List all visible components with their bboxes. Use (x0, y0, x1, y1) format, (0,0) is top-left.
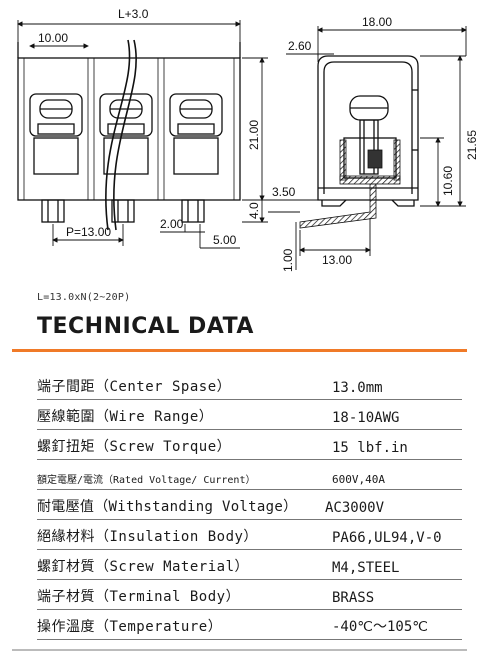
spec-label: 螺釘扭矩（Screw Torque） (37, 439, 232, 455)
length-formula: L=13.0xN(2~20P) (37, 292, 131, 303)
spec-value: PA66,UL94,V-0 (332, 530, 442, 546)
spec-row-terminal-body: 端子材質（Terminal Body） BRASS (37, 580, 462, 610)
bottom-rule (12, 649, 467, 651)
spec-row-withstanding-voltage: 耐電壓值（Withstanding Voltage） AC3000V (37, 490, 462, 520)
spec-row-rated-voltage: 額定電壓/電流（Rated Voltage/ Current） 600V,40A (37, 460, 462, 490)
section-heading: TECHNICAL DATA (37, 314, 254, 339)
spec-value: 15 lbf.in (332, 440, 408, 456)
spec-label: 絕緣材料（Insulation Body） (37, 529, 258, 545)
spec-row-wire-range: 壓線範圍（Wire Range） 18-10AWG (37, 400, 462, 430)
spec-value: M4,STEEL (332, 560, 400, 576)
dim-pin-side: 3.50 (272, 185, 296, 199)
heading-rule (12, 349, 467, 352)
spec-label: 螺釘材質（Screw Material） (37, 559, 250, 575)
spec-value: 13.0mm (332, 380, 383, 396)
spec-label: 耐電壓值（Withstanding Voltage） (37, 499, 298, 515)
side-dimensions (268, 26, 467, 270)
spec-label: 額定電壓/電流（Rated Voltage/ Current） (37, 475, 256, 486)
dim-pin-thick: 1.00 (281, 248, 295, 272)
dim-height-inner: 10.60 (441, 166, 455, 196)
dim-wall: 2.60 (288, 39, 312, 53)
spec-value: 18-10AWG (332, 410, 400, 426)
front-view (17, 39, 241, 231)
dim-total-width: L+3.0 (118, 7, 149, 21)
spec-label: 操作溫度（Temperature） (37, 619, 223, 635)
spec-value: -40℃～105℃ (332, 619, 429, 635)
spec-row-screw-material: 螺釘材質（Screw Material） M4,STEEL (37, 550, 462, 580)
technical-drawing: L+3.0 10.00 21.00 4.0 P=13.00 2.00 5.00 (17, 7, 477, 272)
dim-depth: 18.00 (362, 15, 392, 29)
dim-pin-offset: 5.00 (213, 233, 237, 247)
spec-row-insulation-body: 絕緣材料（Insulation Body） PA66,UL94,V-0 (37, 520, 462, 550)
dim-pin-height: 4.0 (247, 202, 261, 219)
dim-cell-width: 10.00 (38, 31, 68, 45)
spec-value: BRASS (332, 590, 375, 606)
dim-height-front: 21.00 (247, 120, 261, 150)
spec-row-temperature: 操作溫度（Temperature） -40℃～105℃ (37, 610, 462, 640)
front-dimensions (17, 20, 268, 249)
spec-label: 端子材質（Terminal Body） (37, 589, 241, 605)
spec-row-center-space: 端子間距（Center Spase） 13.0mm (37, 370, 462, 400)
spec-value: AC3000V (325, 500, 385, 516)
spec-table: 端子間距（Center Spase） 13.0mm 壓線範圍（Wire Rang… (37, 370, 462, 640)
spec-label: 壓線範圍（Wire Range） (37, 409, 214, 425)
spec-label: 端子間距（Center Spase） (37, 379, 232, 395)
dim-height-side: 21.65 (465, 130, 477, 160)
dim-pin-length: 13.00 (322, 253, 352, 267)
dim-pitch: P=13.00 (66, 225, 111, 239)
dim-pin-small: 2.00 (160, 217, 184, 231)
spec-value: 600V,40A (332, 473, 385, 486)
spec-row-screw-torque: 螺釘扭矩（Screw Torque） 15 lbf.in (37, 430, 462, 460)
